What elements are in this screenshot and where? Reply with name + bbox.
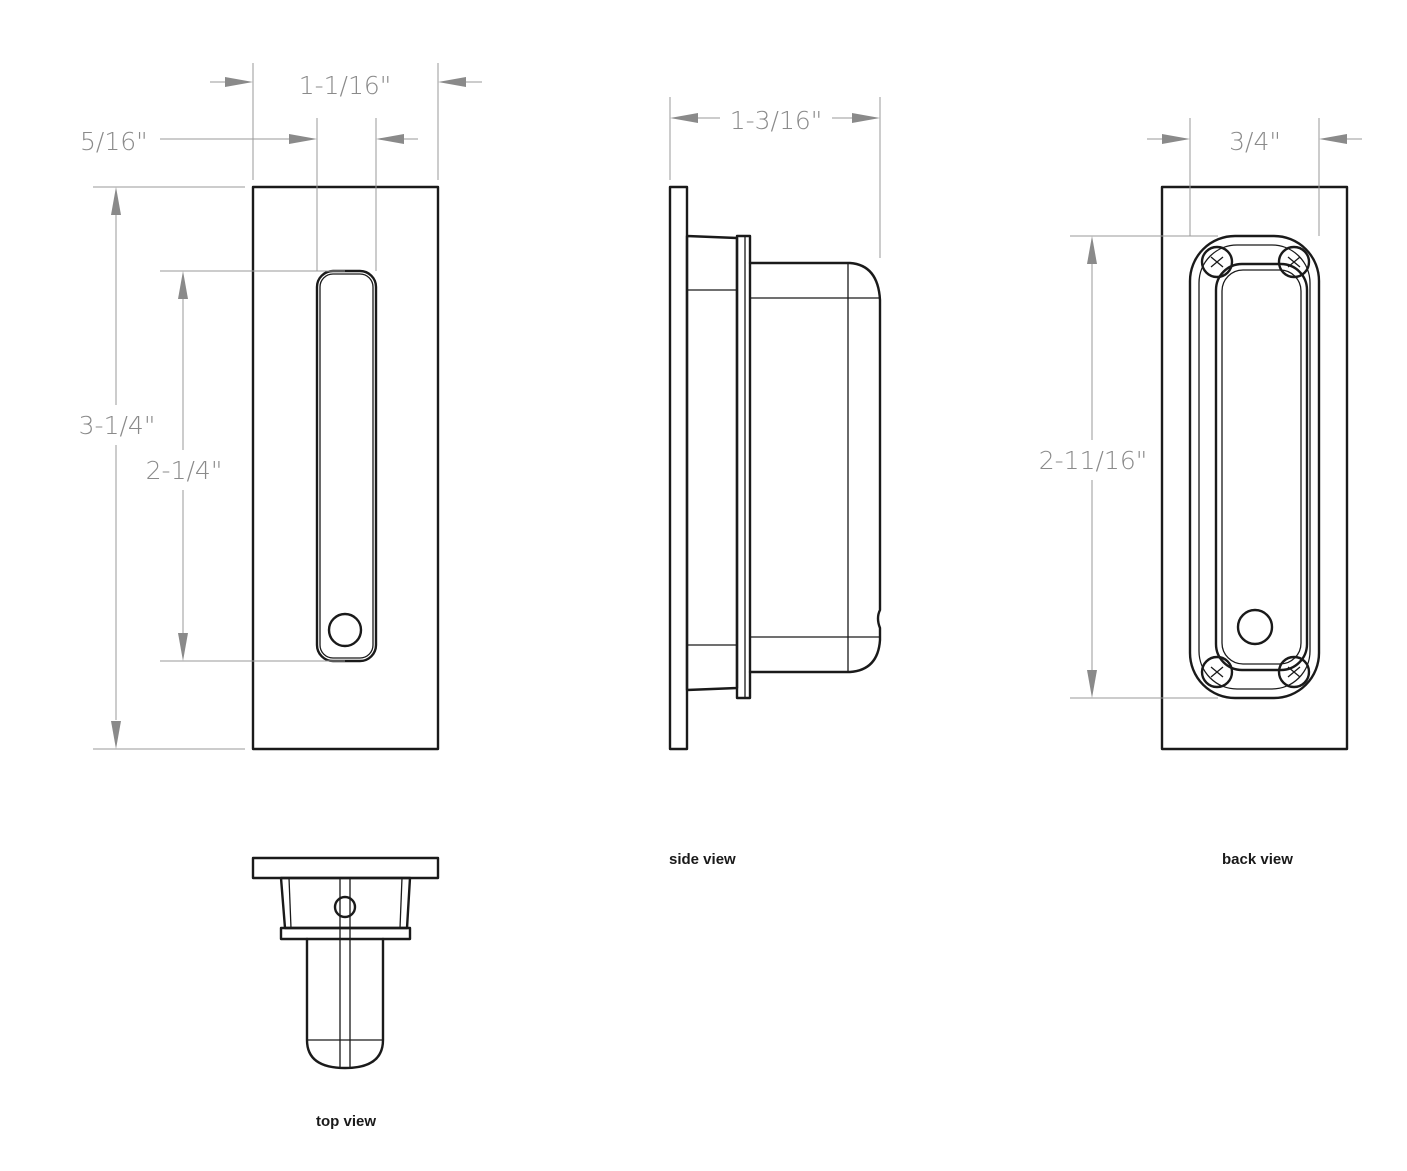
back-view-caption: back view: [1222, 851, 1293, 868]
front-width-dimension: 1-1/16": [210, 63, 482, 180]
front-slot-length-dimension: 2-1/4": [146, 270, 345, 662]
screw-icon: [1277, 655, 1311, 689]
front-slot-offset-dimension: 5/16": [80, 118, 418, 271]
back-height-dimension: 2-11/16": [1039, 235, 1218, 699]
front-height-label: 3-1/4": [79, 411, 156, 440]
screw-icon: [1200, 245, 1234, 279]
back-width-label: 3/4": [1229, 127, 1281, 156]
top-view-caption: top view: [316, 1113, 376, 1130]
front-slot-offset-label: 5/16": [80, 127, 148, 156]
front-width-label: 1-1/16": [299, 71, 392, 100]
front-height-dimension: 3-1/4": [79, 186, 245, 750]
front-slot-length-label: 2-1/4": [146, 456, 223, 485]
screw-icon: [1200, 655, 1234, 689]
side-depth-label: 1-3/16": [730, 106, 823, 135]
back-height-label: 2-11/16": [1039, 446, 1147, 475]
front-view: 1-1/16" 5/16" 3-1/4": [79, 63, 482, 751]
top-view: top view: [251, 856, 440, 1130]
back-width-dimension: 3/4": [1147, 118, 1362, 236]
side-view-caption: side view: [669, 851, 736, 868]
screw-icon: [1277, 245, 1311, 279]
side-view: 1-3/16" side view: [668, 97, 882, 868]
side-depth-dimension: 1-3/16": [669, 97, 881, 258]
back-view: 3/4" 2-11/16" back view: [1039, 118, 1362, 868]
